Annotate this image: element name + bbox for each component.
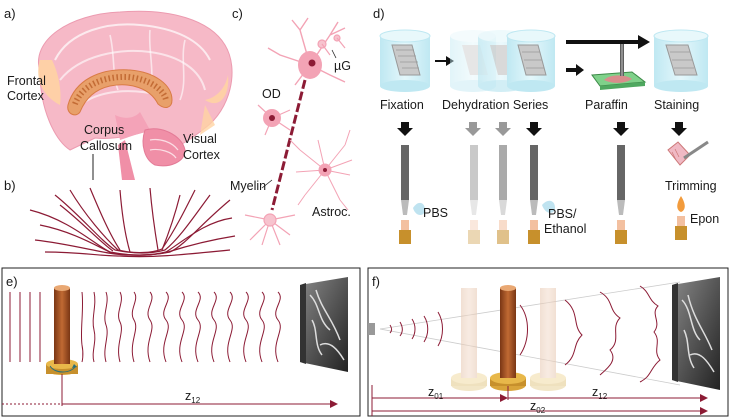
neuron-cell [267,17,346,86]
detector-f [672,277,720,390]
microglia-cell [317,34,346,56]
propagated-wavefronts-e [80,291,281,363]
visual-cortex-label-line2: Cortex [183,148,221,162]
panel-b-letter: b) [4,178,16,193]
panel-c-letter: c) [232,6,243,21]
distance-label-z02: z02 [530,399,546,415]
dehydration-containers [450,29,556,92]
divergent-wavefronts-f [389,311,443,347]
fixation-container [379,29,431,92]
distance-label-z01: z01 [428,385,444,401]
long-arrow-right [566,35,650,49]
panel-f-letter: f) [372,274,380,289]
step-dehydration: Dehydration Series [442,98,548,112]
step-paraffin: Paraffin [585,98,628,112]
astrocyte-label: Astroc. [312,205,351,219]
capillary-tubes [399,145,687,244]
panel-e-frame [1,267,361,417]
microglia-label: µG [334,59,351,73]
step-staining: Staining [654,98,699,112]
pbs-label: PBS [423,206,448,220]
detector-e [300,277,348,372]
sample-e [46,285,78,375]
beam-cone-f [379,281,681,386]
frontal-cortex-label-line2: Cortex [7,89,45,103]
distance-label-e: z12 [185,389,201,405]
brain-illustration [38,10,233,180]
staining-container [653,29,709,92]
oligodendrocyte-label: OD [262,87,281,101]
frontal-cortex-label-line1: Frontal [7,74,46,88]
oligodendrocyte-cell [257,104,291,136]
liquid-droplets [413,200,555,215]
distance-axes-f [371,385,708,416]
distance-label-z12: z12 [592,385,608,401]
wavefronts-after-f [519,285,661,383]
down-arrows [397,122,687,136]
pbs-ethanol-label-line1: PBS/ [548,207,577,221]
sample-positions-f [451,285,566,391]
corpus-callosum-label-line2: Callosum [80,139,132,153]
step-fixation: Fixation [380,98,424,112]
myelin-label: Myelin [230,179,266,193]
short-arrow-right [566,64,584,76]
epon-label: Epon [690,212,719,226]
fiber-bundle [29,187,236,258]
paraffin-block [591,44,647,90]
arrow-right [435,56,454,66]
distance-axis-e [2,374,338,408]
pbs-ethanol-label-line2: Ethanol [544,222,586,236]
panel-a-letter: a) [4,6,16,21]
corpus-callosum-label-line1: Corpus [84,123,124,137]
incident-wavefronts-e [9,292,41,362]
astrocyte-cell [289,129,353,211]
bottom-neuron-cell [244,213,296,246]
trimming-label: Trimming [665,179,717,193]
source-f [368,323,375,335]
visual-cortex-label-line1: Visual [183,132,217,146]
panel-d-letter: d) [373,6,385,21]
axon-myelin [270,79,307,211]
panel-f-frame [367,267,729,417]
trimming-tool [667,140,709,166]
epon-drop [677,196,685,212]
panel-e-letter: e) [6,274,18,289]
